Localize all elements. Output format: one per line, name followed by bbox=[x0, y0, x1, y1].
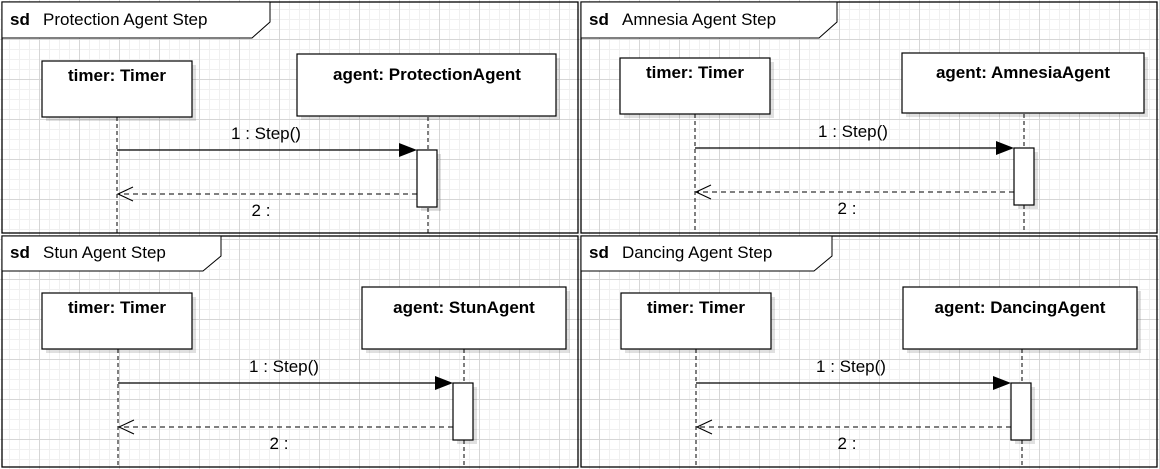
lifeline-timer[interactable] bbox=[41, 60, 193, 118]
frame-title: Protection Agent Step bbox=[43, 10, 207, 29]
frame-tab bbox=[580, 235, 833, 272]
activation-bar[interactable] bbox=[416, 149, 438, 208]
lifeline-agent[interactable] bbox=[901, 52, 1145, 114]
frame-border bbox=[580, 235, 1158, 468]
message-arrow-head bbox=[399, 143, 417, 157]
lifeline-timer-label: timer: Timer bbox=[68, 66, 166, 85]
message-arrow-head bbox=[996, 141, 1014, 155]
lifeline-agent-label: agent: DancingAgent bbox=[935, 298, 1106, 317]
frame-tab bbox=[1, 1, 271, 39]
activation-bar[interactable] bbox=[452, 382, 474, 441]
message-step-label: 1 : Step() bbox=[231, 124, 301, 143]
reply-arrow-head bbox=[695, 419, 713, 435]
frame-keyword: sd bbox=[10, 243, 30, 262]
reply-label: 2 : bbox=[270, 434, 289, 453]
lifeline-timer-label: timer: Timer bbox=[647, 298, 745, 317]
activation-bar[interactable] bbox=[1010, 382, 1032, 441]
lifeline-timer[interactable] bbox=[41, 292, 193, 350]
lifeline-agent-label: agent: StunAgent bbox=[393, 298, 535, 317]
lifeline-timer-label: timer: Timer bbox=[68, 298, 166, 317]
lifeline-agent[interactable] bbox=[902, 286, 1138, 350]
frame-amnesia-agent-step: sd Amnesia Agent Step timer: Timer agent… bbox=[580, 1, 1158, 234]
lifeline-timer-label: timer: Timer bbox=[646, 63, 744, 82]
frame-title: Amnesia Agent Step bbox=[622, 10, 776, 29]
reply-arrow-head bbox=[116, 186, 134, 202]
lifeline-timer[interactable] bbox=[620, 292, 772, 350]
frame-keyword: sd bbox=[10, 10, 30, 29]
frame-keyword: sd bbox=[589, 10, 609, 29]
reply-arrow-head bbox=[117, 419, 135, 435]
frame-border bbox=[1, 1, 579, 234]
reply-arrow-head bbox=[694, 184, 712, 200]
lifeline-agent-label: agent: ProtectionAgent bbox=[333, 65, 521, 84]
frame-title: Dancing Agent Step bbox=[622, 243, 772, 262]
lifeline-timer[interactable] bbox=[619, 57, 771, 115]
frame-border bbox=[580, 1, 1158, 234]
lifeline-agent[interactable] bbox=[296, 53, 557, 117]
message-step-label: 1 : Step() bbox=[816, 357, 886, 376]
lifeline-agent-label: agent: AmnesiaAgent bbox=[936, 63, 1110, 82]
message-step-label: 1 : Step() bbox=[249, 357, 319, 376]
frame-tab bbox=[580, 1, 838, 39]
frame-stun-agent-step: sd Stun Agent Step timer: Timer agent: S… bbox=[1, 235, 579, 468]
message-arrow-head bbox=[435, 376, 453, 390]
lifeline-agent[interactable] bbox=[361, 286, 567, 350]
frame-protection-agent-step: sd Protection Agent Step timer: Timer ag… bbox=[1, 1, 579, 234]
reply-label: 2 : bbox=[838, 199, 857, 218]
message-arrow-head bbox=[993, 376, 1011, 390]
frame-dancing-agent-step: sd Dancing Agent Step timer: Timer agent… bbox=[580, 235, 1158, 468]
frame-keyword: sd bbox=[589, 243, 609, 262]
frame-border bbox=[1, 235, 579, 468]
reply-label: 2 : bbox=[252, 201, 271, 220]
frame-title: Stun Agent Step bbox=[43, 243, 166, 262]
reply-label: 2 : bbox=[838, 434, 857, 453]
activation-bar[interactable] bbox=[1013, 147, 1035, 206]
message-step-label: 1 : Step() bbox=[818, 122, 888, 141]
frame-tab bbox=[1, 235, 222, 272]
